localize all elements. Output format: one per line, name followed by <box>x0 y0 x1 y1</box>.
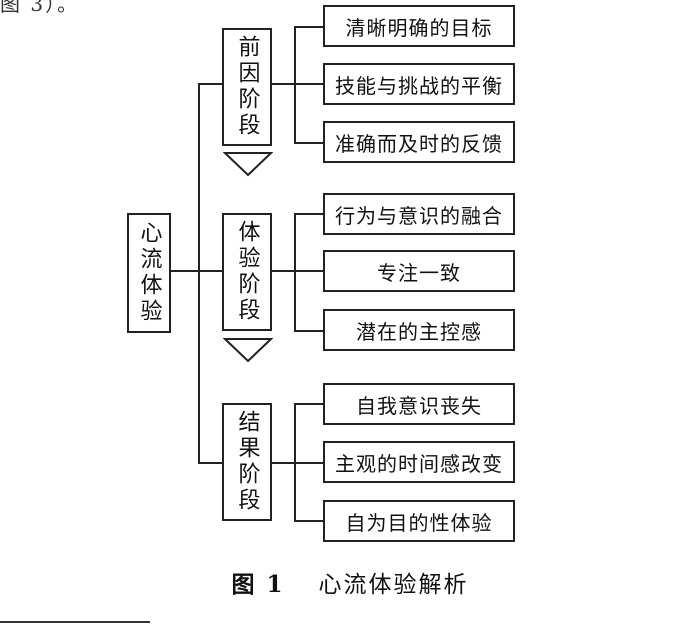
figure-title: 心流体验解析 <box>318 572 469 598</box>
branch-line <box>294 142 324 144</box>
root-box: 心流体验 <box>127 213 171 333</box>
leaf-box: 行为与意识的融合 <box>323 193 515 235</box>
leaf-label: 主观的时间感改变 <box>335 451 503 476</box>
root-label: 心流体验 <box>136 221 162 325</box>
leaf-label: 潜在的主控感 <box>356 319 482 344</box>
stage-3-connector <box>272 462 295 464</box>
footnote-rule <box>0 621 150 623</box>
leaf-label: 技能与挑战的平衡 <box>335 73 503 98</box>
stage-label: 前因阶段 <box>234 35 260 139</box>
arrow-down-icon <box>223 338 273 363</box>
top-cut-text: 图 3）。 <box>0 0 80 16</box>
stage-2-connector <box>272 270 295 272</box>
leaf-label: 清晰明确的目标 <box>345 15 493 40</box>
leaf-label: 自我意识丧失 <box>356 393 482 418</box>
branch-line <box>294 83 324 85</box>
trunk-to-stage-3 <box>198 462 224 464</box>
trunk-to-stage-2 <box>198 270 224 272</box>
leaf-label: 专注一致 <box>377 260 461 285</box>
leaf-label: 准确而及时的反馈 <box>335 131 503 156</box>
branch-line <box>294 270 324 272</box>
branch-line <box>294 213 324 215</box>
stage-1-connector <box>272 83 295 85</box>
branch-line <box>294 330 324 332</box>
leaf-box: 潜在的主控感 <box>323 309 515 351</box>
leaf-label: 自为目的性体验 <box>345 510 493 535</box>
stage-2-bracket <box>294 213 296 331</box>
branch-line <box>294 462 324 464</box>
stage-label: 体验阶段 <box>234 220 260 324</box>
figure-number: 图 1 <box>231 571 285 598</box>
leaf-box: 专注一致 <box>323 250 515 292</box>
leaf-box: 技能与挑战的平衡 <box>323 63 515 105</box>
figure-caption: 图 1 心流体验解析 <box>0 565 700 599</box>
stage-label: 结果阶段 <box>234 410 260 514</box>
stage-box-antecedent: 前因阶段 <box>222 28 272 146</box>
root-connector <box>171 270 199 272</box>
stage-box-outcome: 结果阶段 <box>222 403 272 521</box>
trunk-to-stage-1 <box>198 83 224 85</box>
trunk-vertical <box>198 83 200 463</box>
leaf-box: 自我意识丧失 <box>323 383 515 425</box>
branch-line <box>294 403 324 405</box>
leaf-box: 主观的时间感改变 <box>323 441 515 483</box>
stage-box-experience: 体验阶段 <box>222 213 272 331</box>
branch-line <box>294 520 324 522</box>
arrow-down-icon <box>223 152 273 177</box>
leaf-box: 自为目的性体验 <box>323 500 515 542</box>
leaf-label: 行为与意识的融合 <box>335 203 503 228</box>
branch-line <box>294 26 324 28</box>
leaf-box: 准确而及时的反馈 <box>323 121 515 163</box>
leaf-box: 清晰明确的目标 <box>323 5 515 47</box>
